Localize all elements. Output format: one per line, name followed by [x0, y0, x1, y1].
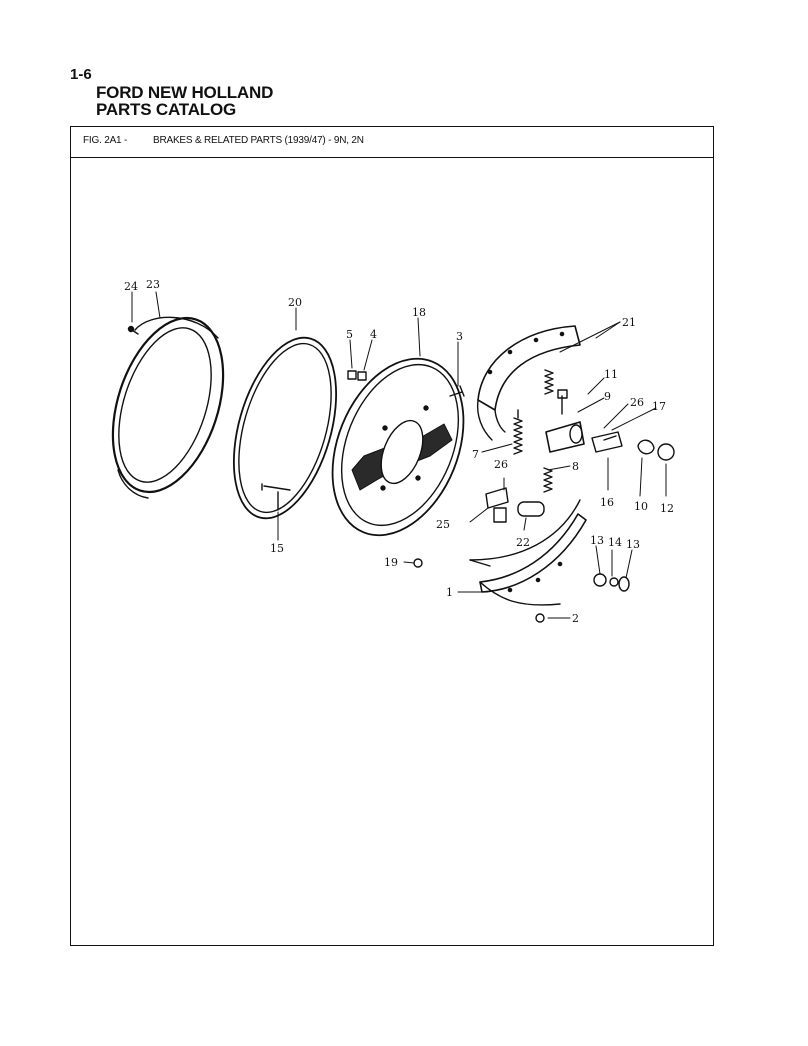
brand-line-1: FORD NEW HOLLAND — [96, 83, 274, 102]
callout-2: 2 — [572, 612, 579, 625]
part-adjuster — [485, 487, 545, 523]
callout-13-right: 13 — [626, 538, 640, 551]
brand-line-2: PARTS CATALOG — [96, 100, 236, 119]
part-spring-11 — [544, 369, 554, 395]
page-number: 1-6 — [70, 66, 92, 83]
callout-14: 14 — [608, 536, 622, 549]
callout-13-left: 13 — [590, 534, 604, 547]
figure-number: FIG. 2A1 - — [83, 135, 128, 146]
part-pin-2 — [535, 613, 545, 623]
callout-26-left: 26 — [494, 458, 508, 471]
callout-22: 22 — [516, 536, 530, 549]
callout-15: 15 — [270, 542, 284, 555]
figure-caption-bar: FIG. 2A1 - BRAKES & RELATED PARTS (1939/… — [71, 127, 713, 158]
part-gasket-ring — [232, 336, 338, 520]
catalog-heading: FORD NEW HOLLAND PARTS CATALOG — [96, 84, 273, 118]
callout-20: 20 — [288, 296, 302, 309]
callout-12: 12 — [660, 502, 674, 515]
part-bolt-3 — [449, 385, 465, 397]
callout-7: 7 — [472, 448, 479, 461]
part-backing-plate — [331, 357, 465, 537]
part-adjuster-nut — [593, 573, 630, 592]
figure-title: BRAKES & RELATED PARTS (1939/47) - 9N, 2… — [153, 135, 364, 146]
callout-19: 19 — [384, 556, 398, 569]
part-upper-brake-shoe — [476, 325, 581, 441]
part-lower-brake-shoe — [469, 499, 587, 606]
part-push-rod — [591, 431, 623, 453]
callout-1: 1 — [446, 586, 453, 599]
callout-24: 24 — [124, 280, 138, 293]
figure-frame: FIG. 2A1 - BRAKES & RELATED PARTS (1939/… — [70, 126, 714, 946]
callout-9: 9 — [604, 390, 611, 403]
part-spring-8 — [543, 467, 553, 493]
part-nuts-4-5 — [347, 370, 367, 381]
part-brake-drum — [111, 316, 225, 499]
callout-5: 5 — [346, 328, 353, 341]
leader-lines — [131, 291, 667, 619]
part-wheel-cylinder — [545, 389, 585, 453]
part-bolt-15 — [261, 483, 291, 511]
part-bleeder-cap — [637, 439, 675, 461]
callout-17: 17 — [652, 400, 666, 413]
part-drum-pin — [127, 325, 139, 335]
part-return-spring-7 — [513, 409, 523, 455]
callout-10: 10 — [634, 500, 648, 513]
callout-11: 11 — [604, 368, 618, 381]
callout-25: 25 — [436, 518, 450, 531]
part-small-nut-19 — [413, 558, 423, 568]
callout-21: 21 — [622, 316, 636, 329]
callout-3: 3 — [456, 330, 463, 343]
callout-23: 23 — [146, 278, 160, 291]
callout-numbers: 24 23 20 18 5 4 3 21 11 9 26 17 7 8 26 2… — [124, 278, 674, 625]
callout-4: 4 — [370, 328, 377, 341]
callout-16: 16 — [600, 496, 614, 509]
callout-8: 8 — [572, 460, 579, 473]
callout-18: 18 — [412, 306, 426, 319]
callout-26-right: 26 — [630, 396, 644, 409]
